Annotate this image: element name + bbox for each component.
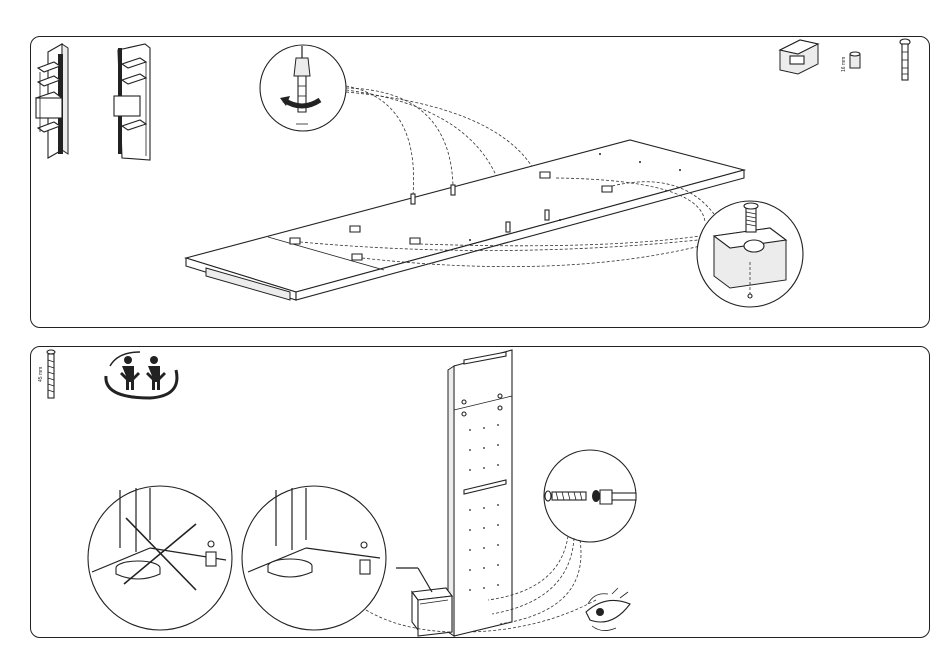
shelf-support-clip-icon xyxy=(780,40,818,74)
wardrobe-preview-icon-2 xyxy=(114,44,150,160)
cam-lock-icon: 16 mm xyxy=(841,52,860,72)
dowel-insertion-zoom xyxy=(260,45,346,131)
screw-size-label: 45 mm xyxy=(38,367,44,382)
tall-side-panel xyxy=(448,350,512,636)
cam-lock-size-label: 16 mm xyxy=(841,57,847,72)
wardrobe-preview-icon xyxy=(36,44,68,158)
long-side-panel xyxy=(186,140,744,300)
long-screw-icon: 45 mm xyxy=(38,350,55,398)
two-person-icon xyxy=(106,352,177,398)
wrong-foot-position-zoom xyxy=(88,486,232,630)
connector-bolt-icon xyxy=(900,39,910,80)
clip-screw-zoom xyxy=(697,201,803,307)
inspect-eye-icon xyxy=(586,588,630,631)
screwdriver-zoom xyxy=(544,450,636,542)
correct-foot-position-zoom xyxy=(242,486,386,630)
